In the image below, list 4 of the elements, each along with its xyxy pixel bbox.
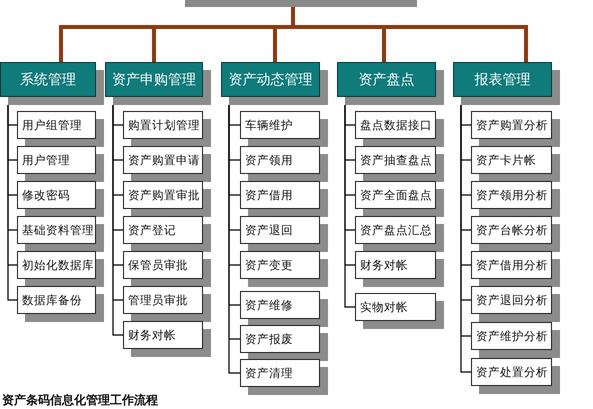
- caption: 资产条码信息化管理工作流程: [2, 392, 158, 409]
- connector-line: [344, 105, 355, 308]
- connector-line: [112, 105, 123, 336]
- connector-line: [7, 105, 17, 301]
